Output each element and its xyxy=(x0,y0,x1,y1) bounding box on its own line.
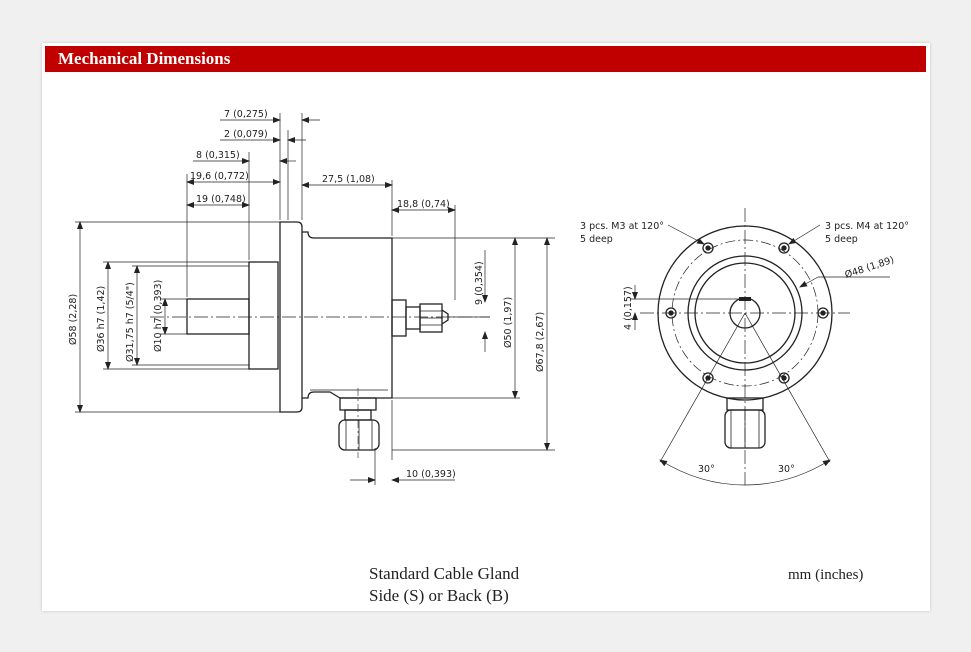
units-label: mm (inches) xyxy=(788,567,864,583)
side-view-dimension-lines xyxy=(75,113,555,485)
shaft xyxy=(186,298,250,335)
dim-19-6: 19,6 (0,772) xyxy=(190,171,249,182)
flange xyxy=(279,221,303,413)
side-cable-gland xyxy=(391,299,449,337)
dim-dia-10: Ø10 h7 (0,393) xyxy=(153,280,164,352)
dim-19: 19 (0,748) xyxy=(196,194,246,205)
encoder-body xyxy=(302,231,393,399)
dim-dia-67-8: Ø67,8 (2,67) xyxy=(535,312,546,372)
caption: Standard Cable Gland Side (S) or Back (B… xyxy=(369,563,519,607)
m3-note-line1: 3 pcs. M3 at 120° xyxy=(580,221,664,232)
section-title: Mechanical Dimensions xyxy=(58,49,231,68)
dim-18-8: 18,8 (0,74) xyxy=(397,199,450,210)
dim-dia-50: Ø50 (1,97) xyxy=(503,297,514,348)
back-cable-gland xyxy=(338,388,380,458)
content-card xyxy=(42,43,930,611)
m3-note-line2: 5 deep xyxy=(580,234,613,245)
m4-note-line2: 5 deep xyxy=(825,234,858,245)
front-view xyxy=(640,208,850,485)
pilot xyxy=(248,261,279,370)
dim-8: 8 (0,315) xyxy=(196,150,240,161)
m4-note-line1: 3 pcs. M4 at 120° xyxy=(825,221,909,232)
dim-7: 7 (0,275) xyxy=(224,109,268,120)
front-cable-gland xyxy=(724,397,766,449)
side-view xyxy=(150,221,490,458)
angle-right-label: 30° xyxy=(778,464,795,475)
outer-flange-circle xyxy=(657,225,833,401)
dim-27-5: 27,5 (1,08) xyxy=(322,174,375,185)
dim-10: 10 (0,393) xyxy=(406,469,456,480)
dim-dia-36: Ø36 h7 (1,42) xyxy=(96,286,107,352)
angle-left-label: 30° xyxy=(698,464,715,475)
section-header: Mechanical Dimensions xyxy=(45,46,926,72)
caption-line-1: Standard Cable Gland xyxy=(369,564,520,583)
dim-9: 9 (0,354) xyxy=(474,261,485,305)
caption-line-2: Side (S) or Back (B) xyxy=(369,586,509,605)
dim-dia-58: Ø58 (2,28) xyxy=(68,294,79,345)
dim-4: 4 (0,157) xyxy=(623,286,634,330)
mounting-holes xyxy=(665,242,829,384)
dim-dia-31-75: Ø31,75 h7 (5/4") xyxy=(125,282,136,362)
dim-2: 2 (0,079) xyxy=(224,129,268,140)
front-view-dimension-lines xyxy=(630,224,890,486)
